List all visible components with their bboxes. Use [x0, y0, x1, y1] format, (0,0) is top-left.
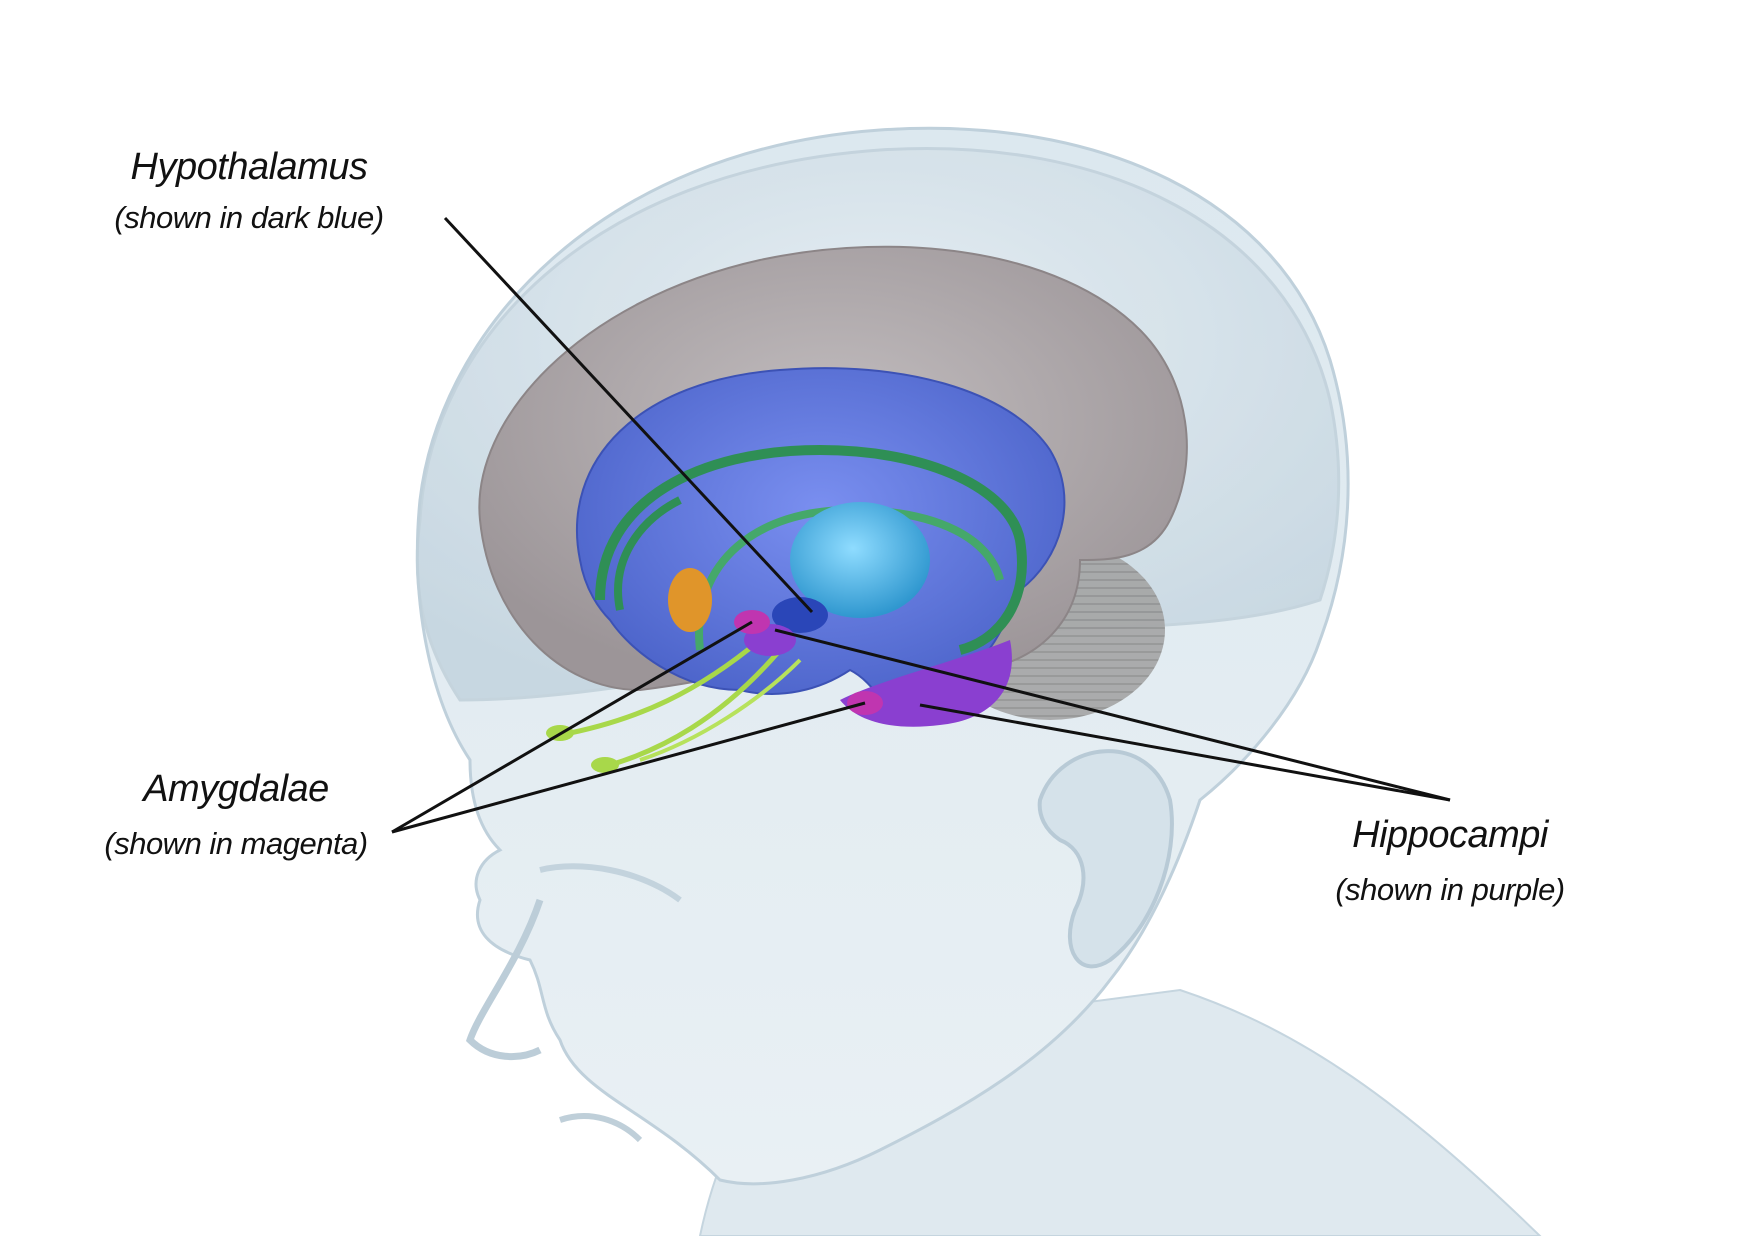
leader-line-hippocampi-2	[919, 703, 1451, 802]
hypothalamus-shape	[772, 597, 828, 633]
leader-line-hippocampi-1	[774, 628, 1451, 802]
label-amygdalae-title: Amygdalae	[143, 768, 329, 810]
nose-shape	[465, 898, 544, 1061]
label-amygdalae-subtitle: (shown in magenta)	[104, 826, 368, 861]
ear-shape	[1037, 749, 1174, 969]
fornix-front	[614, 496, 682, 611]
label-hippocampi: Hippocampi (shown in purple)	[1300, 812, 1600, 910]
leader-line-amygdalae-2	[391, 701, 866, 834]
caudate-orange	[668, 568, 712, 632]
leader-lines	[391, 216, 1451, 834]
brow-shape	[539, 863, 682, 903]
fornix-outer	[595, 444, 1027, 655]
lips-shape	[559, 1113, 643, 1143]
label-amygdalae: Amygdalae (shown in magenta)	[66, 766, 406, 864]
olfactory-tract-2	[609, 648, 782, 768]
olfactory-tract-3	[639, 658, 802, 762]
label-hippocampi-title: Hippocampi	[1352, 814, 1548, 856]
label-hypothalamus-subtitle: (shown in dark blue)	[114, 200, 384, 235]
leader-line-amygdalae-1	[391, 620, 753, 834]
label-hippocampi-subtitle: (shown in purple)	[1335, 872, 1565, 907]
leader-line-hypothalamus	[443, 216, 814, 614]
label-hypothalamus: Hypothalamus (shown in dark blue)	[84, 144, 414, 238]
olfactory-bulb-2	[591, 757, 619, 773]
thalamus-shape	[790, 502, 930, 618]
olfactory-tract-1	[559, 638, 762, 738]
hippocampus-shape	[840, 640, 1012, 727]
label-hypothalamus-title: Hypothalamus	[130, 146, 368, 188]
